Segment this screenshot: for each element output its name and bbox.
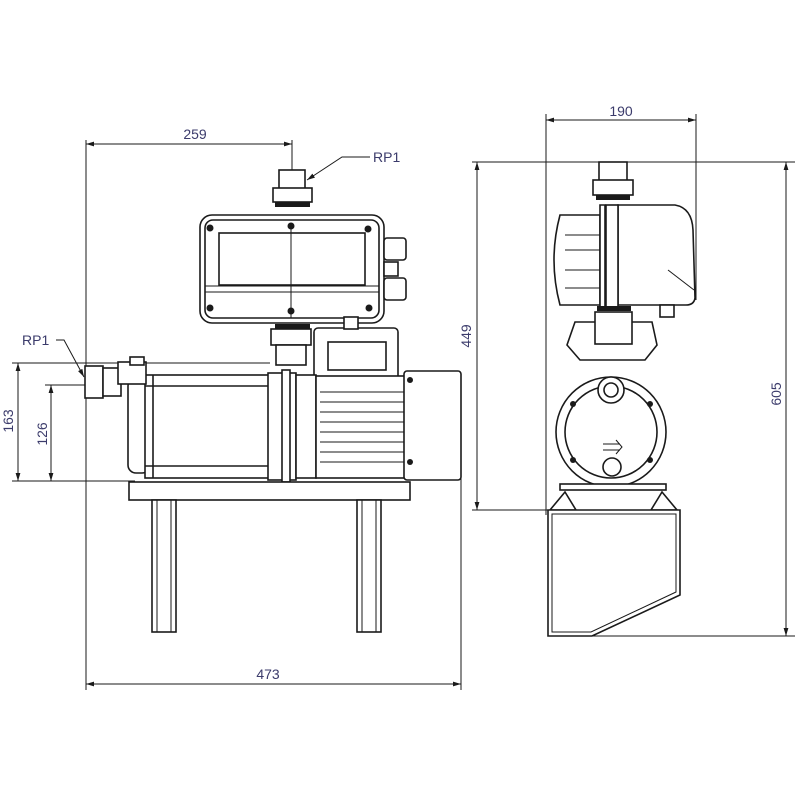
base-plate [128,481,411,501]
pump-casing [144,374,271,479]
controller-side [617,204,696,306]
dimension-605: 605 [768,382,784,406]
inlet-leader [56,339,85,378]
controller-box [199,214,385,324]
mounting-bracket [547,509,681,637]
outlet-leader [306,156,370,181]
dimension-449: 449 [458,324,474,348]
leg-left [151,499,177,633]
dimension-473: 473 [256,666,280,682]
dimension-126: 126 [34,422,50,446]
dimension-190: 190 [609,103,633,119]
rotation-arrow-icon [603,439,623,455]
inlet-fitting [84,365,104,399]
inlet-label: RP1 [22,332,49,348]
dimension-163: 163 [0,409,16,433]
front-view: 259 473 163 126 RP1 RP1 [0,126,462,690]
side-view: 190 449 605 [458,103,795,637]
motor [315,375,407,479]
outlet-label: RP1 [373,149,400,165]
dimension-259: 259 [183,126,207,142]
outlet-fitting [278,169,306,191]
leg-right [356,499,382,633]
motor-end-cap [403,370,462,481]
controller-display [218,232,366,286]
